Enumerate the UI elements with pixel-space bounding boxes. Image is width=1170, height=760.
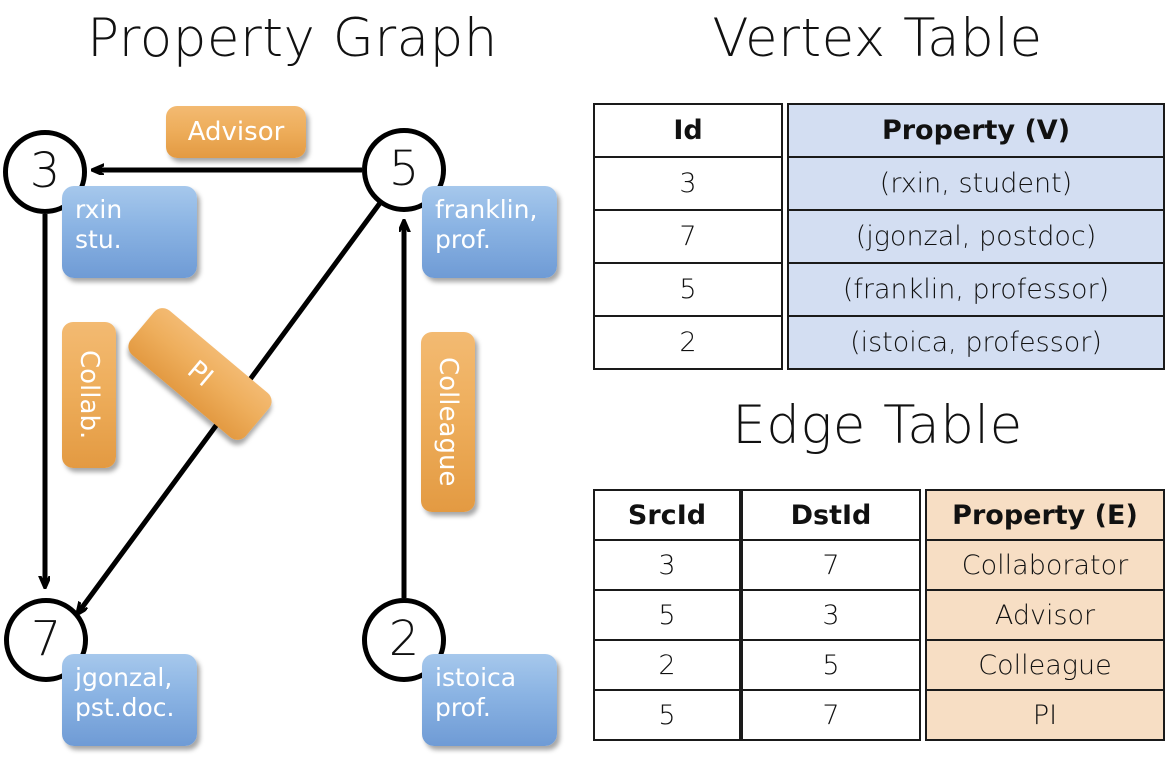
column-header: DstId bbox=[741, 489, 921, 541]
table-row: 7 bbox=[741, 689, 921, 741]
node-property-box-5[interactable]: franklin, prof. bbox=[422, 186, 557, 278]
edge-table-dstid-column: DstId 7 3 5 7 bbox=[741, 489, 921, 741]
table-row: 5 bbox=[741, 639, 921, 691]
node-property-box-7[interactable]: jgonzal, pst.doc. bbox=[62, 654, 197, 746]
vertex-table: Id 3 7 5 2 Property (V) (rxin, student) … bbox=[593, 103, 1165, 370]
vertex-table-id-column: Id 3 7 5 2 bbox=[593, 103, 783, 370]
table-row: 5 bbox=[593, 589, 741, 641]
column-header: SrcId bbox=[593, 489, 741, 541]
edge-label-collab[interactable]: Collab. bbox=[62, 322, 116, 468]
table-row: 3 bbox=[741, 589, 921, 641]
node-property-box-2[interactable]: istoica prof. bbox=[422, 654, 557, 746]
node-circle-2[interactable] bbox=[362, 598, 446, 682]
vertex-table-property-column: Property (V) (rxin, student) (jgonzal, p… bbox=[787, 103, 1165, 370]
table-row: Colleague bbox=[925, 639, 1165, 691]
table-row: (rxin, student) bbox=[787, 156, 1165, 211]
node-property-line: pst.doc. bbox=[75, 693, 175, 722]
node-circle-5[interactable] bbox=[362, 128, 446, 212]
edge-label-colleague[interactable]: Colleague bbox=[421, 332, 475, 512]
table-row: (istoica, professor) bbox=[787, 315, 1165, 370]
vertex-table-title: Vertex Table bbox=[712, 8, 1043, 69]
edge-table-srcid-column: SrcId 3 5 2 5 bbox=[593, 489, 741, 741]
table-row: Advisor bbox=[925, 589, 1165, 641]
node-label-2: 2 bbox=[388, 611, 420, 667]
column-header: Id bbox=[593, 103, 783, 158]
node-label-5: 5 bbox=[388, 141, 420, 197]
node-label-7: 7 bbox=[30, 611, 62, 667]
node-property-line: prof. bbox=[435, 693, 491, 722]
edge-table-title: Edge Table bbox=[732, 395, 1023, 456]
edge-table: SrcId 3 5 2 5 DstId 7 3 5 7 Property (E)… bbox=[593, 489, 1165, 741]
table-row: (jgonzal, postdoc) bbox=[787, 209, 1165, 264]
node-property-line: franklin, bbox=[435, 195, 538, 224]
table-row: Collaborator bbox=[925, 539, 1165, 591]
column-header: Property (E) bbox=[925, 489, 1165, 541]
property-graph-title: Property Graph bbox=[87, 8, 498, 69]
table-row: 5 bbox=[593, 689, 741, 741]
edge-label-advisor[interactable]: Advisor bbox=[166, 106, 306, 158]
property-graph-panel: Property Graph Advisor Collab. PI Collea… bbox=[3, 8, 557, 746]
node-property-line: rxin bbox=[75, 195, 123, 224]
table-row: 7 bbox=[593, 209, 783, 264]
table-row: (franklin, professor) bbox=[787, 262, 1165, 317]
column-header: Property (V) bbox=[787, 103, 1165, 158]
table-row: 3 bbox=[593, 539, 741, 591]
node-property-line: prof. bbox=[435, 225, 491, 254]
node-property-line: istoica bbox=[435, 663, 517, 692]
table-row: 2 bbox=[593, 315, 783, 370]
table-row: 2 bbox=[593, 639, 741, 691]
table-row: PI bbox=[925, 689, 1165, 741]
table-row: 5 bbox=[593, 262, 783, 317]
node-property-line: stu. bbox=[75, 225, 122, 254]
table-row: 7 bbox=[741, 539, 921, 591]
node-property-box-3[interactable]: rxin stu. bbox=[62, 186, 197, 278]
table-row: 3 bbox=[593, 156, 783, 211]
edge-table-property-column: Property (E) Collaborator Advisor Collea… bbox=[925, 489, 1165, 741]
node-property-line: jgonzal, bbox=[75, 663, 173, 692]
node-label-3: 3 bbox=[29, 143, 61, 199]
